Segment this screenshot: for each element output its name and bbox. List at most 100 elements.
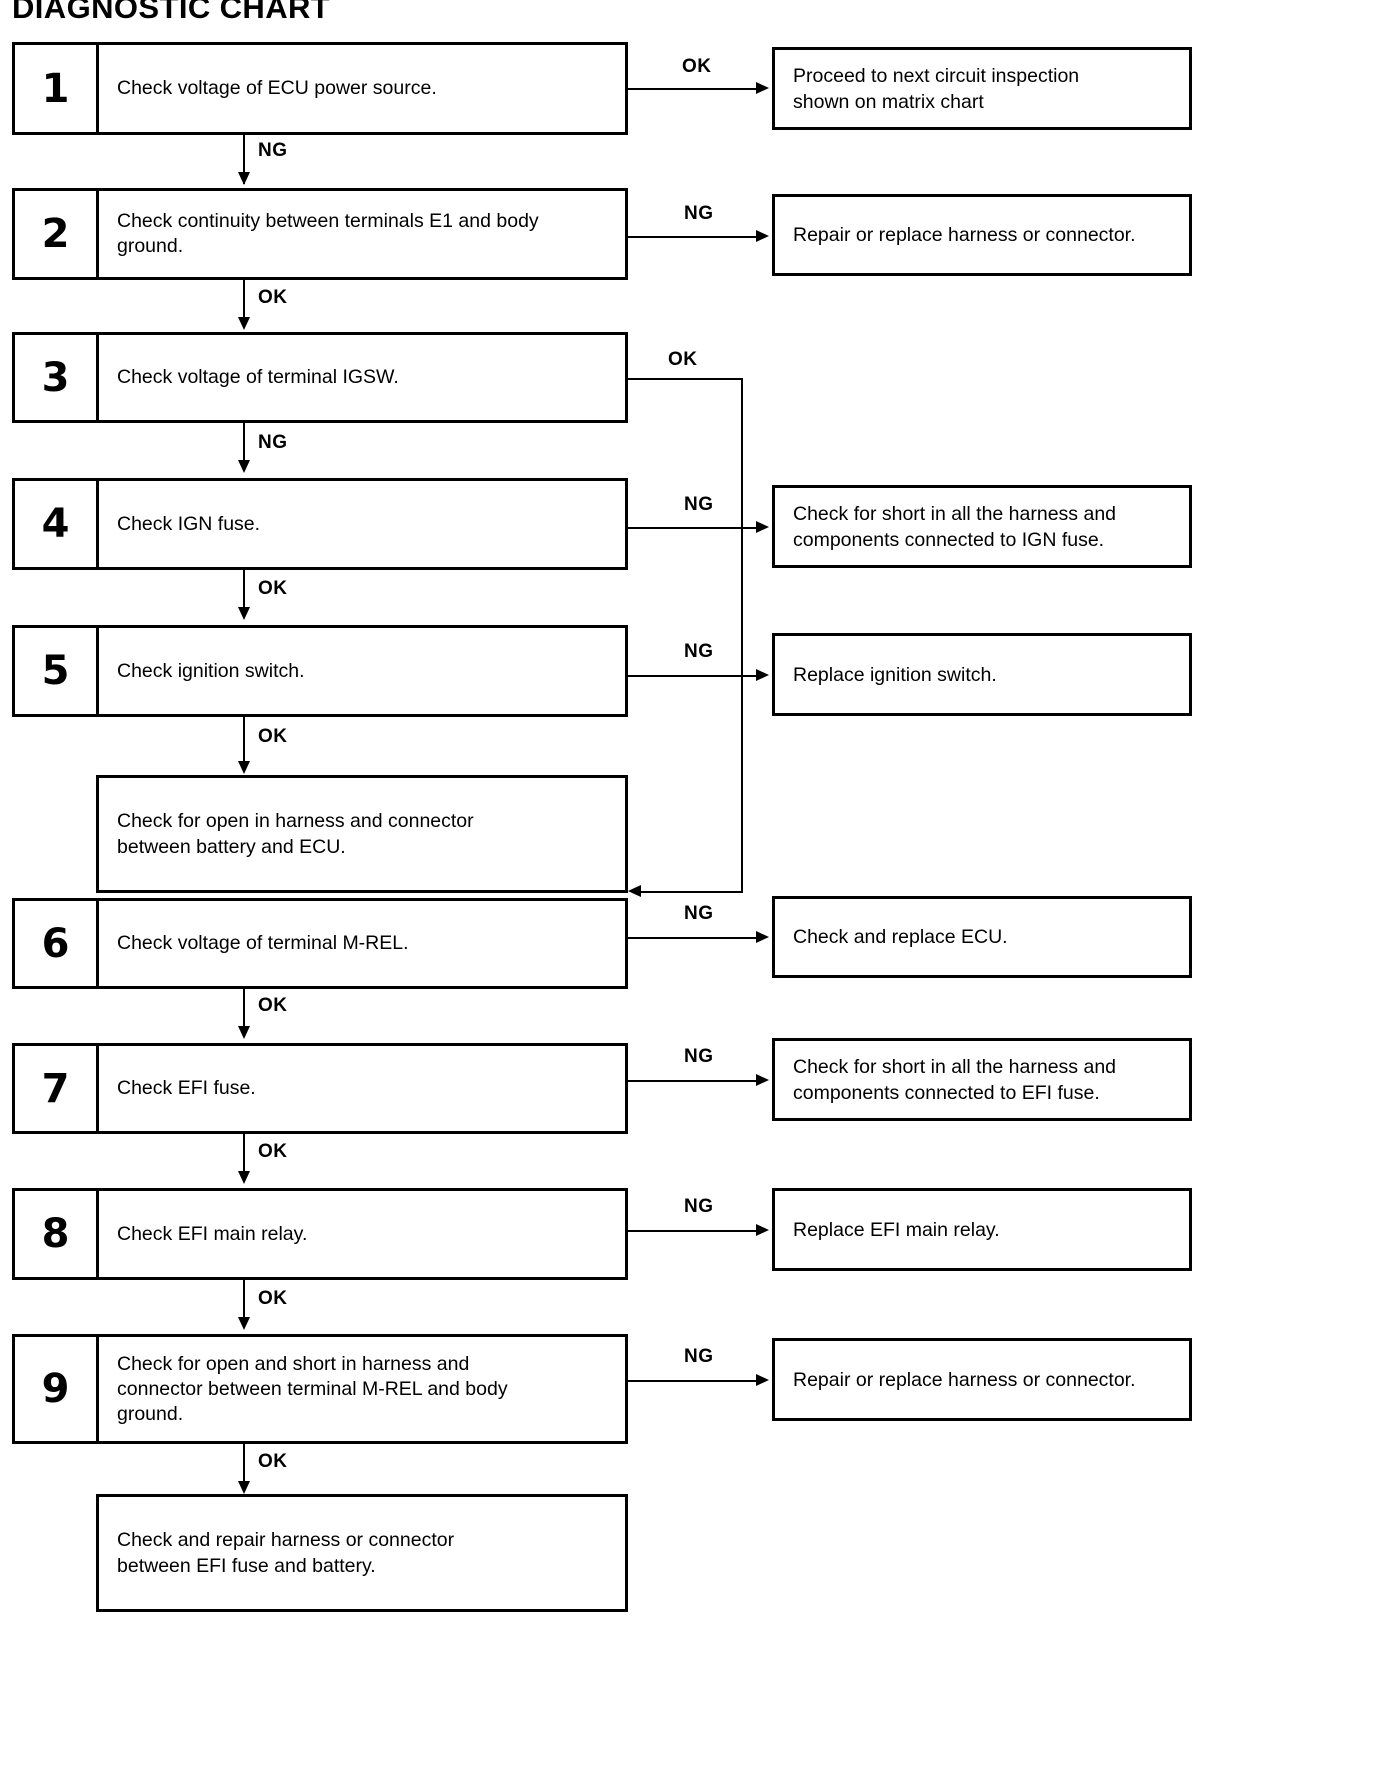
edge-label-4-ng: NG xyxy=(684,494,714,515)
connector-9-ok-arrowhead xyxy=(238,1481,250,1494)
step-number-3: 3 xyxy=(15,335,99,420)
step-label-1: Check voltage of ECU power source. xyxy=(117,77,437,99)
connector-6-ng-line xyxy=(628,937,758,939)
result-box-2: Repair or replace harness or connector. xyxy=(772,194,1192,276)
edge-label-8-ok: OK xyxy=(258,1288,288,1309)
result-label-2: Repair or replace harness or connector. xyxy=(793,224,1136,246)
step-label-5: Check ignition switch. xyxy=(117,659,305,682)
step-box-9[interactable]: 9 Check for open and short in harness an… xyxy=(12,1334,628,1444)
step-label-2: Check continuity between terminals E1 an… xyxy=(117,210,539,257)
connector-1-ng-arrowhead xyxy=(238,172,250,185)
edge-label-2-ng: NG xyxy=(684,203,714,224)
connector-3-ok-arrowhead xyxy=(628,885,641,897)
edge-label-5-ng: NG xyxy=(684,641,714,662)
result-box-5: Replace ignition switch. xyxy=(772,633,1192,716)
connector-7-ng-arrowhead xyxy=(756,1074,769,1086)
connector-9-ng-line xyxy=(628,1380,758,1382)
edge-label-4-ok: OK xyxy=(258,578,288,599)
connector-4-ng-line xyxy=(628,527,758,529)
result-box-7: Check for short in all the harness and c… xyxy=(772,1038,1192,1121)
result-label-4: Check for short in all the harness and c… xyxy=(793,502,1117,551)
connector-5-ng-line xyxy=(628,675,758,677)
terminal-box-open-harness-battery-ecu: Check for open in harness and connector … xyxy=(96,775,628,893)
connector-2-ng-arrowhead xyxy=(756,230,769,242)
connector-7-ok-line xyxy=(243,1134,245,1182)
edge-label-3-ng: NG xyxy=(258,432,288,453)
connector-9-ok-line xyxy=(243,1444,245,1492)
step-label-9: Check for open and short in harness and … xyxy=(117,1352,508,1425)
connector-3-ng-line xyxy=(243,423,245,471)
result-label-7: Check for short in all the harness and c… xyxy=(793,1055,1117,1104)
connector-7-ng-line xyxy=(628,1080,758,1082)
connector-6-ok-line xyxy=(243,989,245,1037)
edge-label-7-ng: NG xyxy=(684,1046,714,1067)
connector-3-ok-return-line xyxy=(640,891,743,893)
edge-label-2-ok: OK xyxy=(258,287,288,308)
result-box-1: Proceed to next circuit inspection shown… xyxy=(772,47,1192,130)
step-box-5[interactable]: 5 Check ignition switch. xyxy=(12,625,628,717)
connector-2-ok-arrowhead xyxy=(238,317,250,330)
step-box-4[interactable]: 4 Check IGN fuse. xyxy=(12,478,628,570)
step-label-3: Check voltage of terminal IGSW. xyxy=(117,366,399,388)
connector-6-ng-arrowhead xyxy=(756,931,769,943)
step-number-4: 4 xyxy=(15,481,99,567)
edge-label-6-ng: NG xyxy=(684,903,714,924)
step-number-1: 1 xyxy=(15,45,99,132)
connector-4-ok-line xyxy=(243,570,245,618)
connector-9-ng-arrowhead xyxy=(756,1374,769,1386)
step-box-8[interactable]: 8 Check EFI main relay. xyxy=(12,1188,628,1280)
step-box-7[interactable]: 7 Check EFI fuse. xyxy=(12,1043,628,1134)
edge-label-3-ok: OK xyxy=(668,349,698,370)
edge-label-7-ok: OK xyxy=(258,1141,288,1162)
connector-8-ok-line xyxy=(243,1280,245,1328)
connector-1-ok-arrowhead xyxy=(756,82,769,94)
result-label-5: Replace ignition switch. xyxy=(793,663,997,686)
connector-5-ok-arrowhead xyxy=(238,761,250,774)
step-label-8: Check EFI main relay. xyxy=(117,1222,308,1245)
connector-6-ok-arrowhead xyxy=(238,1026,250,1039)
step-number-2: 2 xyxy=(15,191,99,277)
step-number-8: 8 xyxy=(15,1191,99,1277)
terminal-label-repair-efi-fuse-battery: Check and repair harness or connector be… xyxy=(117,1529,455,1577)
connector-2-ok-line xyxy=(243,280,245,328)
result-box-4: Check for short in all the harness and c… xyxy=(772,485,1192,568)
connector-5-ok-line xyxy=(243,717,245,772)
connector-4-ng-arrowhead xyxy=(756,521,769,533)
edge-label-5-ok: OK xyxy=(258,726,288,747)
step-number-9: 9 xyxy=(15,1337,99,1441)
connector-3-ok-hline xyxy=(628,378,743,380)
result-label-9: Repair or replace harness or connector. xyxy=(793,1368,1136,1391)
step-number-6: 6 xyxy=(15,901,99,986)
connector-1-ng-line xyxy=(243,135,245,184)
connector-3-ng-arrowhead xyxy=(238,460,250,473)
result-box-6: Check and replace ECU. xyxy=(772,896,1192,978)
connector-4-ok-arrowhead xyxy=(238,607,250,620)
step-label-6: Check voltage of terminal M-REL. xyxy=(117,932,409,954)
result-label-1: Proceed to next circuit inspection shown… xyxy=(793,64,1080,113)
step-label-7: Check EFI fuse. xyxy=(117,1077,256,1099)
step-box-1[interactable]: 1 Check voltage of ECU power source. xyxy=(12,42,628,135)
step-box-6[interactable]: 6 Check voltage of terminal M-REL. xyxy=(12,898,628,989)
edge-label-1-ng: NG xyxy=(258,140,288,161)
connector-5-ng-arrowhead xyxy=(756,669,769,681)
step-box-3[interactable]: 3 Check voltage of terminal IGSW. xyxy=(12,332,628,423)
result-box-9: Repair or replace harness or connector. xyxy=(772,1338,1192,1421)
connector-1-ok-line xyxy=(628,88,758,90)
edge-label-6-ok: OK xyxy=(258,995,288,1016)
edge-label-9-ng: NG xyxy=(684,1346,714,1367)
connector-2-ng-line xyxy=(628,236,758,238)
connector-3-ok-vline xyxy=(741,378,743,893)
page-title: DIAGNOSTIC CHART xyxy=(12,0,331,25)
result-box-8: Replace EFI main relay. xyxy=(772,1188,1192,1271)
step-label-4: Check IGN fuse. xyxy=(117,512,261,535)
connector-8-ok-arrowhead xyxy=(238,1317,250,1330)
edge-label-9-ok: OK xyxy=(258,1451,288,1472)
connector-8-ng-arrowhead xyxy=(756,1224,769,1236)
edge-label-8-ng: NG xyxy=(684,1196,714,1217)
result-label-6: Check and replace ECU. xyxy=(793,926,1008,948)
connector-8-ng-line xyxy=(628,1230,758,1232)
step-box-2[interactable]: 2 Check continuity between terminals E1 … xyxy=(12,188,628,280)
terminal-label-open-harness-battery-ecu: Check for open in harness and connector … xyxy=(117,810,474,858)
result-label-8: Replace EFI main relay. xyxy=(793,1218,1000,1241)
